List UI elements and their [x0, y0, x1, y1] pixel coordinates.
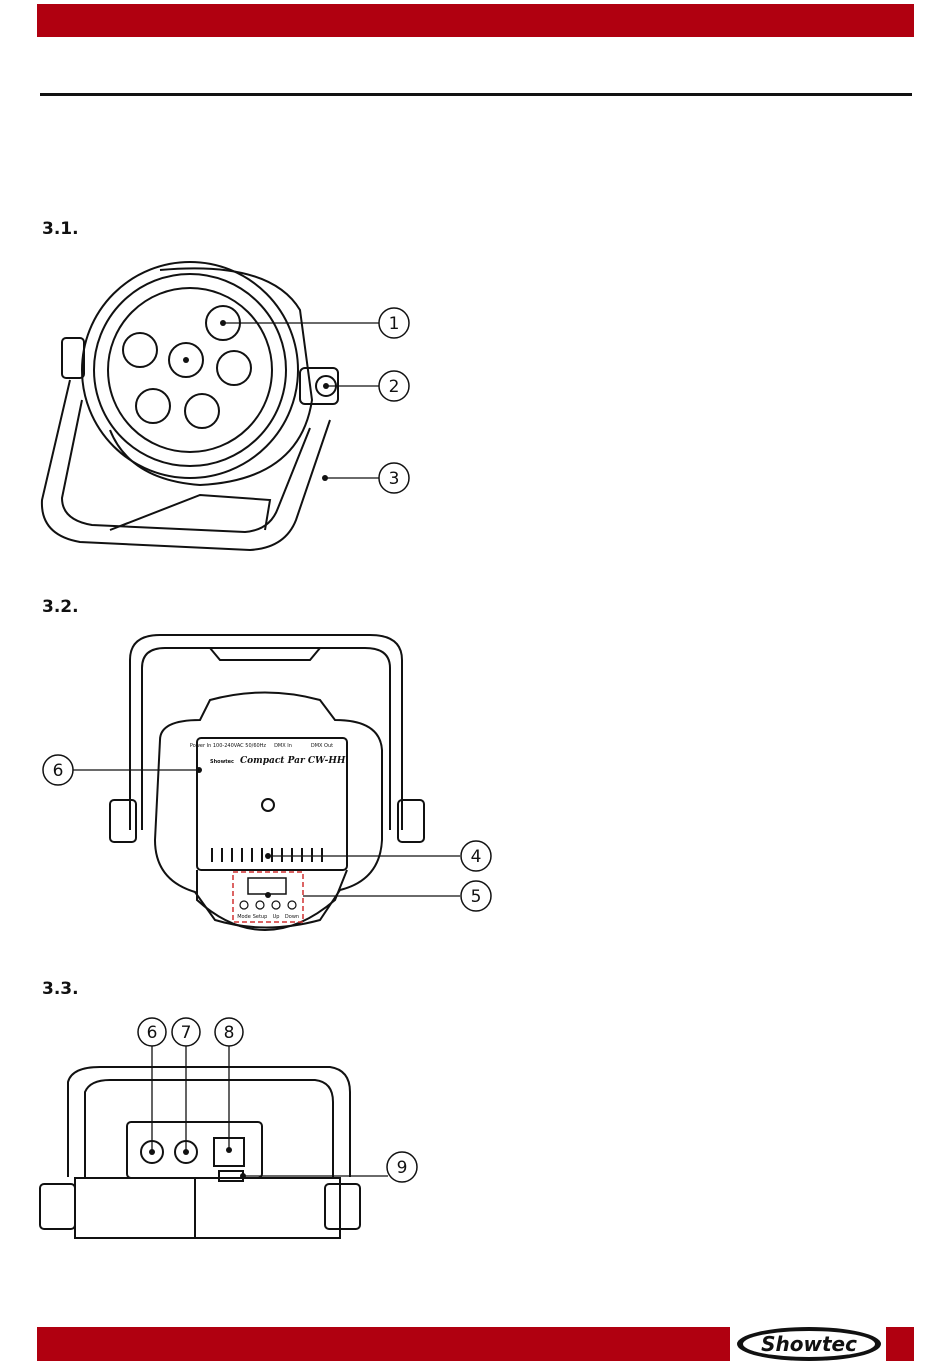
svg-text:Showtec: Showtec	[761, 1332, 857, 1356]
callout-7: 7	[181, 1023, 192, 1043]
callout-8: 8	[224, 1023, 235, 1043]
rear-view-illustration: Mode Setup Up Down Power In 100-240VAC 5…	[0, 630, 500, 940]
callout-2: 2	[389, 377, 400, 397]
callout-6b: 6	[147, 1023, 158, 1043]
callout-6: 6	[53, 761, 64, 781]
callout-3: 3	[389, 469, 400, 489]
header-rule	[40, 93, 912, 96]
power-in-label: Power In 100-240VAC 50/60Hz	[190, 743, 267, 749]
panel-button-up: Up	[273, 914, 280, 920]
section-heading-3-1: 3.1.	[42, 219, 79, 239]
front-view-illustration: 1 2 3	[0, 250, 450, 565]
panel-brand-label: Showtec	[210, 759, 234, 765]
footer-bar-end	[886, 1327, 914, 1361]
panel-button-down: Down	[285, 914, 299, 920]
dmx-in-label: DMX In	[274, 743, 292, 749]
callout-5: 5	[471, 887, 482, 907]
header-bar	[37, 4, 914, 37]
showtec-logo: Showtec	[734, 1324, 884, 1364]
section-heading-3-2: 3.2.	[42, 597, 79, 617]
footer-bar	[37, 1327, 730, 1361]
callout-9: 9	[397, 1158, 408, 1178]
callout-1: 1	[389, 314, 400, 334]
section-heading-3-3: 3.3.	[42, 979, 79, 999]
connectors-view-illustration: 6 7 8 9	[0, 1012, 450, 1247]
dmx-out-label: DMX Out	[311, 743, 333, 749]
panel-button-mode: Mode	[237, 914, 251, 920]
panel-model-label: Compact Par CW-HH	[240, 756, 346, 766]
panel-button-setup: Setup	[253, 914, 268, 920]
callout-4: 4	[471, 847, 482, 867]
